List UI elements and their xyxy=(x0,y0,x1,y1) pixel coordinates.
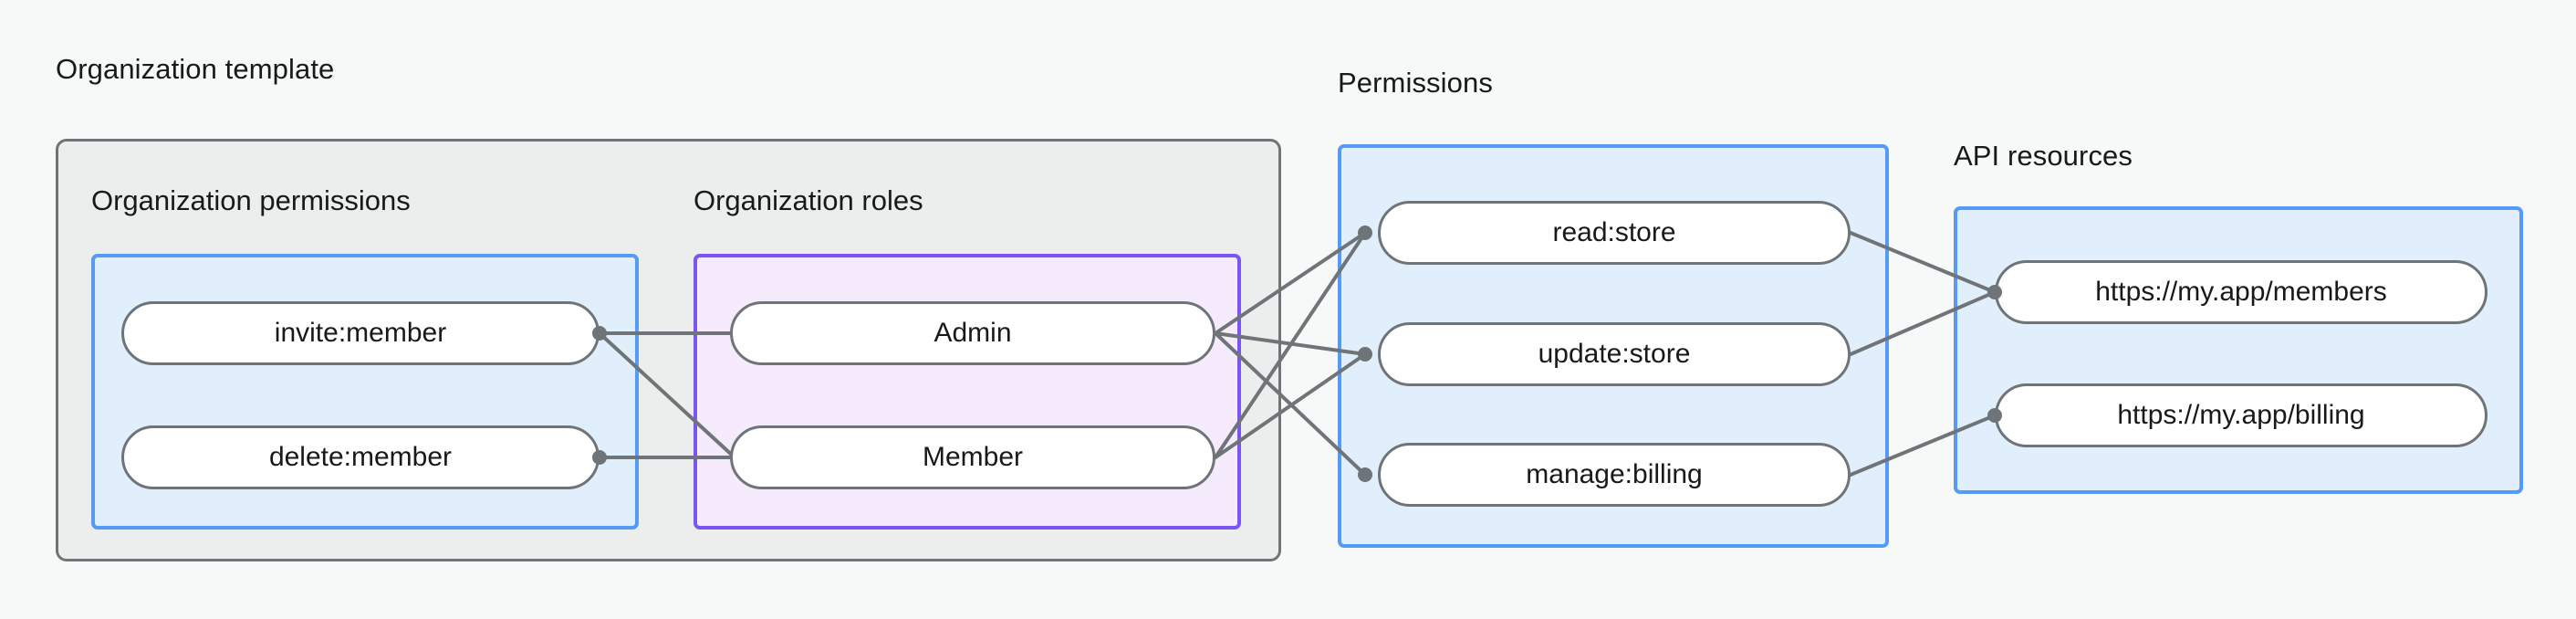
node-admin[interactable]: Admin xyxy=(730,301,1215,365)
org-template-title: Organization template xyxy=(56,53,335,85)
port-dot-invite-member-right xyxy=(592,326,607,341)
node-delete-member[interactable]: delete:member xyxy=(121,425,600,489)
node-billing-url-label: https://my.app/billing xyxy=(2117,400,2365,430)
node-update-store[interactable]: update:store xyxy=(1378,322,1851,386)
port-dot-manage-billing-left xyxy=(1358,467,1372,482)
node-billing-url[interactable]: https://my.app/billing xyxy=(1995,383,2487,447)
node-members-url[interactable]: https://my.app/members xyxy=(1995,260,2487,324)
port-dot-read-store-left xyxy=(1358,226,1372,240)
port-dot-members-url-left xyxy=(1987,285,2002,299)
port-dot-billing-url-left xyxy=(1987,408,2002,423)
api-resources-title: API resources xyxy=(1954,140,2133,172)
node-member-label: Member xyxy=(922,442,1024,472)
node-delete-member-label: delete:member xyxy=(268,442,453,472)
node-manage-billing-label: manage:billing xyxy=(1526,459,1703,489)
node-member[interactable]: Member xyxy=(730,425,1215,489)
node-update-store-label: update:store xyxy=(1538,339,1691,369)
node-manage-billing[interactable]: manage:billing xyxy=(1378,443,1851,507)
node-invite-member[interactable]: invite:member xyxy=(121,301,600,365)
node-read-store[interactable]: read:store xyxy=(1378,201,1851,265)
api-resources-box xyxy=(1954,206,2523,494)
port-dot-update-store-left xyxy=(1358,347,1372,362)
org-permissions-title: Organization permissions xyxy=(91,184,411,216)
node-invite-member-label: invite:member xyxy=(274,318,447,348)
permissions-title: Permissions xyxy=(1338,67,1493,99)
port-dot-delete-member-right xyxy=(592,450,607,465)
node-read-store-label: read:store xyxy=(1552,217,1676,247)
node-admin-label: Admin xyxy=(933,318,1012,348)
node-members-url-label: https://my.app/members xyxy=(2095,277,2387,307)
org-roles-title: Organization roles xyxy=(694,184,923,216)
